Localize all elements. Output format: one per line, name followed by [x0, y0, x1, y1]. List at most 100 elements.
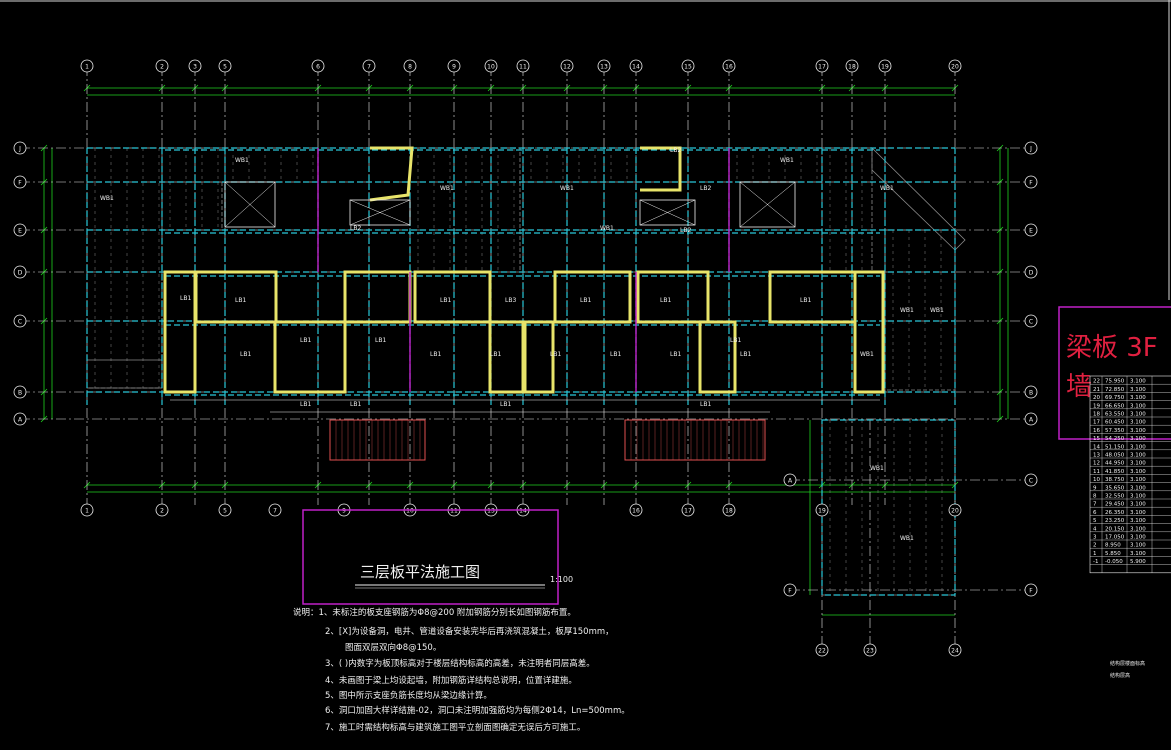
slab-label: LB2: [680, 227, 691, 234]
stamp-line-1: 梁板 3F: [1066, 333, 1158, 363]
axis-bubble-bottom-label: 9: [342, 507, 346, 514]
level-table-floor: 11: [1093, 469, 1100, 475]
level-table-floor: 3: [1093, 535, 1097, 541]
level-table-floor: 9: [1093, 485, 1097, 491]
axis-bubble-top-circle: [362, 59, 376, 73]
axis-bubble-top-circle: [188, 59, 202, 73]
axis-bubble-wing-left-circle: [783, 473, 797, 487]
slab-label: LB2: [670, 147, 681, 154]
axis-bubble-bottom-circle: [218, 503, 232, 517]
axis-bubble-top-circle: [948, 59, 962, 73]
note-line: 4、未画图于梁上均设起墙，附加钢筋详结构总说明，位置详建施。: [325, 675, 577, 686]
level-table-floor: 17: [1093, 420, 1100, 426]
axis-bubble-top-circle: [815, 59, 829, 73]
slab-label: LB1: [440, 297, 451, 304]
slab-label: LB2: [700, 185, 711, 192]
axis-bubble-left-label: C: [18, 318, 22, 325]
axis-bubble-bottom-label: 16: [632, 507, 640, 514]
slab-label: LB1: [670, 351, 681, 358]
plan-features: [170, 148, 880, 461]
service-hole: [224, 181, 276, 228]
slab-label: LB1: [375, 337, 386, 344]
axis-bubble-top-circle: [218, 59, 232, 73]
axis-bubble-wing-bottom-label: 22: [818, 647, 826, 654]
level-table-height: 3.100: [1130, 494, 1146, 500]
axis-bubble-top-circle: [516, 59, 530, 73]
level-table-height: 3.100: [1130, 412, 1146, 418]
axis-bubble-bottom-circle: [268, 503, 282, 517]
axis-bubble-bottom-circle: [155, 503, 169, 517]
axis-bubble-wing-left-circle: [783, 583, 797, 597]
level-table-floor: 4: [1093, 526, 1097, 532]
stair-wall: [369, 146, 414, 202]
axis-bubble-top-label: 20: [951, 63, 959, 70]
level-table-height: 3.100: [1130, 469, 1146, 475]
level-table-height: 3.100: [1130, 461, 1146, 467]
slab-label: WB1: [860, 351, 874, 358]
axis-bubble-top-label: 15: [684, 63, 692, 70]
slab-label: LB1: [240, 351, 251, 358]
level-table-height: 3.100: [1130, 510, 1146, 516]
level-table-floor: 19: [1093, 403, 1100, 409]
note-line: 3、( )内数字为板顶标高对于楼层结构标高的高差，未注明者同层高差。: [325, 658, 595, 669]
axis-bubble-wing-left-label: A: [788, 477, 793, 484]
axis-bubble-bottom-label: 19: [818, 507, 826, 514]
axis-bubble-bottom-circle: [722, 503, 736, 517]
level-table-height: 3.100: [1130, 535, 1146, 541]
slab-label: WB1: [440, 185, 454, 192]
axis-bubble-wing-right-circle: [1024, 473, 1038, 487]
slab-label: WB1: [780, 157, 794, 164]
axis-bubble-top-label: 17: [818, 63, 826, 70]
level-table-elev: 69.750: [1105, 395, 1125, 401]
axis-bubble-top-circle: [403, 59, 417, 73]
level-table-floor: 12: [1093, 461, 1100, 467]
level-table-height: 3.100: [1130, 551, 1146, 557]
level-table-elev: 8.950: [1105, 543, 1121, 549]
level-table-height: 3.100: [1130, 403, 1146, 409]
axis-bubble-left-label: F: [18, 179, 22, 186]
level-table-height: 3.100: [1130, 420, 1146, 426]
axis-bubble-left-circle: [13, 412, 27, 426]
axis-bubble-top-label: 12: [563, 63, 571, 70]
level-table-floor: 13: [1093, 453, 1100, 459]
axis-bubble-right-circle: [1024, 385, 1038, 399]
axis-bubble-wing-right-label: C: [1029, 477, 1033, 484]
axis-bubble-top-circle: [484, 59, 498, 73]
axis-bubble-top-label: 6: [316, 63, 320, 70]
slab-label: LB1: [350, 401, 361, 408]
slab-label: LB3: [505, 297, 516, 304]
level-table-height: 3.100: [1130, 395, 1146, 401]
level-table-elev: 51.150: [1105, 444, 1125, 450]
stair-block: [329, 419, 426, 461]
level-table-elev: 32.550: [1105, 494, 1125, 500]
axis-bubble-top-circle: [722, 59, 736, 73]
level-table-height: 3.100: [1130, 453, 1146, 459]
level-table-height: 3.100: [1130, 444, 1146, 450]
level-table-floor: 21: [1093, 387, 1100, 393]
axis-bubble-top-label: 10: [487, 63, 495, 70]
axis-bubble-left-circle: [13, 141, 27, 155]
slab-label: LB1: [730, 337, 741, 344]
slab-label: LB1: [610, 351, 621, 358]
axis-bubble-bottom-label: 7: [273, 507, 277, 514]
slab-label: WB1: [560, 185, 574, 192]
axis-bubble-top-label: 5: [223, 63, 227, 70]
level-table-footer: 结构层楼面标高: [1110, 660, 1145, 667]
level-table-floor: 20: [1093, 395, 1100, 401]
slab-label: LB1: [800, 297, 811, 304]
axis-bubble-top-circle: [311, 59, 325, 73]
slab-label: LB1: [180, 295, 191, 302]
level-table-elev: 75.950: [1105, 379, 1125, 385]
axis-bubble-right-label: C: [1029, 318, 1033, 325]
axis-bubble-wing-bottom-circle: [948, 643, 962, 657]
level-table-elev: 48.050: [1105, 453, 1125, 459]
axis-bubble-bottom-label: 2: [160, 507, 164, 514]
axis-bubble-top-label: 9: [452, 63, 456, 70]
slab-label: WB1: [600, 225, 614, 232]
general-notes: 说明：1、未标注的板支座钢筋为Φ8@200 附加钢筋分别长如图钢筋布置。2、[X…: [293, 607, 630, 733]
wall-segment: [853, 270, 885, 394]
level-table-height: 3.100: [1130, 436, 1146, 442]
